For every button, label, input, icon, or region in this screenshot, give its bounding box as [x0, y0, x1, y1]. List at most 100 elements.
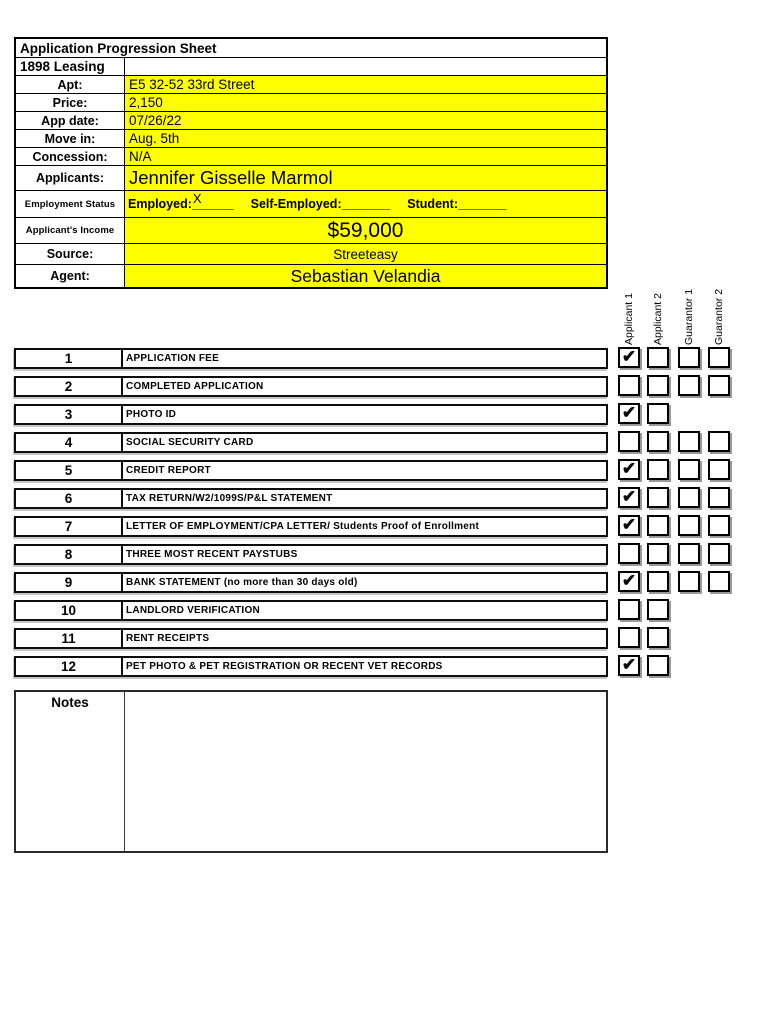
checkbox-row6-guarantor-1[interactable]	[678, 487, 700, 508]
header-table: Application Progression Sheet 1898 Leasi…	[14, 37, 608, 289]
checkbox-row7-applicant-2[interactable]	[647, 515, 669, 536]
notes-box: Notes	[14, 690, 608, 853]
price-value[interactable]: 2,150	[125, 94, 606, 111]
field-row-apt: Apt:E5 32-52 33rd Street	[16, 75, 606, 93]
checkbox-row11-applicant-1[interactable]	[618, 627, 640, 648]
checkbox-row5-applicant-1[interactable]: ✔	[618, 459, 640, 480]
checkbox-row6-applicant-1[interactable]: ✔	[618, 487, 640, 508]
checkbox-row9-guarantor-2[interactable]	[708, 571, 730, 592]
checklist-number: 2	[16, 378, 123, 395]
field-row-app-date: App date:07/26/22	[16, 111, 606, 129]
checkbox-row8-applicant-2[interactable]	[647, 543, 669, 564]
income-row: Applicant's Income $59,000	[16, 217, 606, 243]
check-mark-icon: ✔	[621, 571, 637, 590]
column-header-guarantor-2: Guarantor 2	[708, 287, 730, 345]
source-value[interactable]: Streeteasy	[125, 244, 606, 264]
app-date-label: App date:	[16, 112, 125, 129]
checklist-number: 8	[16, 546, 123, 563]
app-date-value[interactable]: 07/26/22	[125, 112, 606, 129]
checkbox-row7-guarantor-2[interactable]	[708, 515, 730, 536]
apt-label: Apt:	[16, 76, 125, 93]
applicants-value[interactable]: Jennifer Gisselle Marmol	[125, 166, 606, 190]
checkbox-row10-applicant-1[interactable]	[618, 599, 640, 620]
checkbox-row2-applicant-1[interactable]	[618, 375, 640, 396]
checklist-number: 12	[16, 658, 123, 675]
apt-value[interactable]: E5 32-52 33rd Street	[125, 76, 606, 93]
check-mark-icon: ✔	[621, 515, 637, 534]
checkbox-row4-guarantor-1[interactable]	[678, 431, 700, 452]
checkbox-row8-applicant-1[interactable]	[618, 543, 640, 564]
checkbox-row1-applicant-2[interactable]	[647, 347, 669, 368]
checkbox-row6-applicant-2[interactable]	[647, 487, 669, 508]
employment-status-value[interactable]: Employed:X______ Self-Employed:_______ S…	[125, 191, 606, 217]
employment-status-label: Employment Status	[16, 191, 125, 217]
income-label: Applicant's Income	[16, 218, 125, 243]
checkbox-row5-applicant-2[interactable]	[647, 459, 669, 480]
concession-label: Concession:	[16, 148, 125, 165]
checkbox-row1-guarantor-2[interactable]	[708, 347, 730, 368]
checkbox-row8-guarantor-2[interactable]	[708, 543, 730, 564]
checkbox-row10-applicant-2[interactable]	[647, 599, 669, 620]
checkbox-row2-guarantor-2[interactable]	[708, 375, 730, 396]
agent-value[interactable]: Sebastian Velandia	[125, 265, 606, 287]
checkbox-row8-guarantor-1[interactable]	[678, 543, 700, 564]
source-label: Source:	[16, 244, 125, 264]
checklist-label: PET PHOTO & PET REGISTRATION OR RECENT V…	[126, 661, 443, 672]
company-value-cell[interactable]	[125, 58, 606, 75]
checkbox-row2-applicant-2[interactable]	[647, 375, 669, 396]
checklist-number: 11	[16, 630, 123, 647]
employed-blank[interactable]: ______	[191, 197, 234, 211]
checkbox-row11-applicant-2[interactable]	[647, 627, 669, 648]
student-label: Student:	[407, 197, 458, 211]
checkbox-row7-applicant-1[interactable]: ✔	[618, 515, 640, 536]
checkbox-row3-applicant-2[interactable]	[647, 403, 669, 424]
check-mark-icon: ✔	[621, 403, 637, 422]
self-employed-blank[interactable]: _______	[341, 197, 391, 211]
checklist-label: PHOTO ID	[126, 409, 177, 420]
check-mark-icon: ✔	[621, 487, 637, 506]
checkbox-row7-guarantor-1[interactable]	[678, 515, 700, 536]
checkbox-row9-applicant-1[interactable]: ✔	[618, 571, 640, 592]
checkbox-row1-applicant-1[interactable]: ✔	[618, 347, 640, 368]
field-row-move-in: Move in:Aug. 5th	[16, 129, 606, 147]
checkbox-row12-applicant-2[interactable]	[647, 655, 669, 676]
self-employed-label: Self-Employed:	[250, 197, 342, 211]
income-value[interactable]: $59,000	[125, 218, 606, 243]
concession-value[interactable]: N/A	[125, 148, 606, 165]
checklist-label: CREDIT REPORT	[126, 465, 211, 476]
checkbox-row1-guarantor-1[interactable]	[678, 347, 700, 368]
column-header-label: Applicant 2	[651, 293, 664, 345]
checklist-number: 9	[16, 574, 123, 591]
notes-area[interactable]	[125, 692, 606, 851]
column-header-applicant-2: Applicant 2	[647, 287, 669, 345]
checkbox-row2-guarantor-1[interactable]	[678, 375, 700, 396]
employed-label: Employed:	[128, 197, 192, 211]
student-blank[interactable]: _______	[457, 197, 507, 211]
checkbox-row12-applicant-1[interactable]: ✔	[618, 655, 640, 676]
company-name: 1898 Leasing	[16, 58, 125, 75]
checkbox-row9-guarantor-1[interactable]	[678, 571, 700, 592]
checklist-label: SOCIAL SECURITY CARD	[126, 437, 254, 448]
source-row: Source: Streeteasy	[16, 243, 606, 264]
checkbox-row9-applicant-2[interactable]	[647, 571, 669, 592]
checkbox-row4-applicant-1[interactable]	[618, 431, 640, 452]
move-in-value[interactable]: Aug. 5th	[125, 130, 606, 147]
checkbox-row4-guarantor-2[interactable]	[708, 431, 730, 452]
checklist-label: RENT RECEIPTS	[126, 633, 210, 644]
checkbox-row3-applicant-1[interactable]: ✔	[618, 403, 640, 424]
checkbox-row4-applicant-2[interactable]	[647, 431, 669, 452]
checkbox-row5-guarantor-2[interactable]	[708, 459, 730, 480]
checkbox-row5-guarantor-1[interactable]	[678, 459, 700, 480]
field-row-concession: Concession:N/A	[16, 147, 606, 165]
checklist-label: APPLICATION FEE	[126, 353, 220, 364]
checkbox-row6-guarantor-2[interactable]	[708, 487, 730, 508]
